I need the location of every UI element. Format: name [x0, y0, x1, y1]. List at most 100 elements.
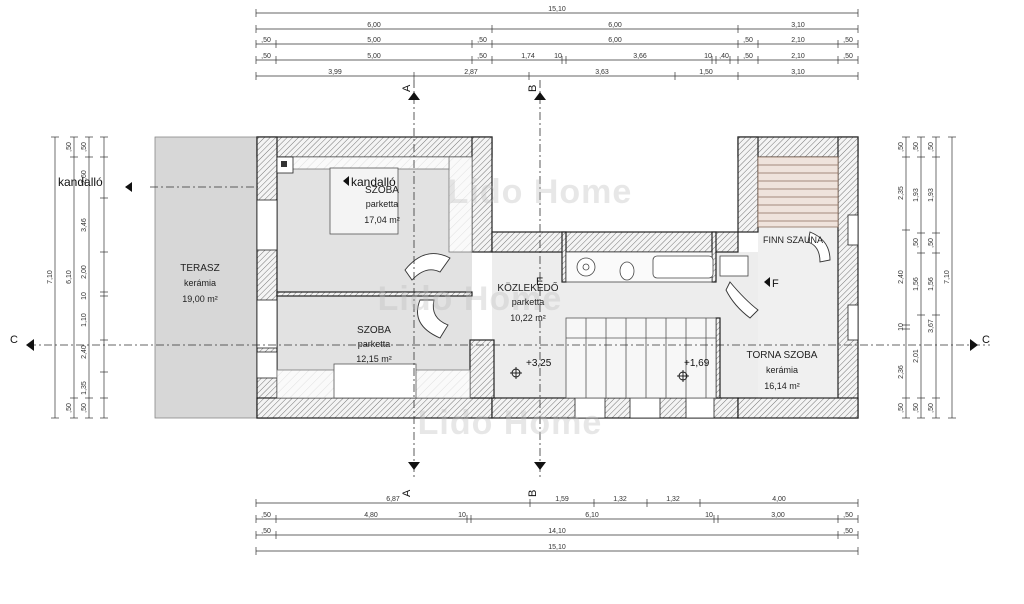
- dim-label: 1,56: [928, 277, 935, 291]
- dim-label: ,50: [743, 37, 753, 44]
- watermark: Lido Home Lido Home Lido Home: [378, 173, 633, 442]
- dim-label: 2,87: [464, 69, 478, 76]
- section-markers: [26, 92, 978, 470]
- dim-label: ,50: [913, 403, 920, 413]
- bottom-dimension-labels: 6,87 1,59 1,32 1,32 4,00 ,50 4,80 10 6,1…: [261, 496, 853, 551]
- section-b-bottom: B: [527, 490, 539, 497]
- dim-label: 7,10: [47, 270, 54, 284]
- top-dimensions: [255, 9, 859, 80]
- dim-label: ,50: [843, 512, 853, 519]
- room-bedroom2-area: 12,15 m²: [356, 354, 392, 364]
- room-bedroom1-floor: parketta: [366, 199, 399, 209]
- room-hall-area: 10,22 m²: [510, 313, 546, 323]
- dim-label: 6,87: [386, 496, 400, 503]
- watermark-text: Lido Home: [418, 404, 603, 442]
- section-b-top: B: [527, 85, 539, 92]
- windows: [256, 199, 859, 419]
- room-hall-floor: parketta: [512, 297, 545, 307]
- room-hall-name: KÖZLEKEDŐ: [497, 280, 558, 294]
- dim-label: ,50: [743, 53, 753, 60]
- dim-label: 1,32: [666, 496, 680, 503]
- dim-label: 4,80: [364, 512, 378, 519]
- dim-label: 5,00: [367, 37, 381, 44]
- dim-label: 2,40: [81, 345, 88, 359]
- dim-label: ,50: [898, 142, 905, 152]
- dim-label: 3,00: [771, 512, 785, 519]
- room-terrace-floor: kerámia: [184, 278, 216, 288]
- dim-label: ,50: [81, 142, 88, 152]
- room-bedroom1-name: SZOBA: [365, 185, 399, 196]
- section-a-top: A: [401, 84, 413, 92]
- dim-label: ,50: [913, 142, 920, 152]
- room-sauna-name: FINN SZAUNA: [763, 235, 823, 245]
- fireplace-label-inner: kandalló: [351, 175, 396, 189]
- dim-label: 1,93: [913, 188, 920, 202]
- section-a-bottom: A: [401, 489, 413, 497]
- section-f: F: [772, 278, 779, 290]
- sauna-benches: [757, 156, 839, 228]
- dim-label: 1,74: [521, 53, 535, 60]
- level-label-2: +1,69: [684, 358, 710, 369]
- dim-label: ,50: [898, 403, 905, 413]
- room-bedroom1-area: 17,04 m²: [364, 215, 400, 225]
- watermark-text: Lido Home: [448, 173, 633, 211]
- bedroom2-furniture: [276, 363, 471, 399]
- bathroom-fixtures: [565, 251, 749, 283]
- section-c-right: C: [982, 334, 990, 346]
- dim-label: 6,00: [367, 22, 381, 29]
- level-label-1: +3,25: [526, 358, 552, 369]
- dim-label: ,40: [719, 53, 729, 60]
- level-markers: +3,25 +1,69: [510, 358, 710, 382]
- room-bedroom2-floor: parketta: [358, 339, 391, 349]
- terrace-area: [154, 136, 258, 419]
- dim-label: 1,59: [555, 496, 569, 503]
- staircase: [565, 317, 717, 399]
- section-e: E: [536, 276, 543, 288]
- room-terrace-area: 19,00 m²: [182, 294, 218, 304]
- dim-label: 6,00: [608, 22, 622, 29]
- dim-label: ,50: [928, 403, 935, 413]
- dim-label: ,50: [928, 142, 935, 152]
- dim-label: 3,10: [791, 69, 805, 76]
- dim-label: 14,10: [548, 528, 566, 535]
- bottom-dimensions: [255, 499, 859, 555]
- room-gym-floor: kerámia: [766, 365, 798, 375]
- dim-label: ,50: [843, 528, 853, 535]
- dim-label: 3,67: [928, 319, 935, 333]
- room-gym-name: TORNA SZOBA: [747, 350, 818, 361]
- dim-label: 1,50: [699, 69, 713, 76]
- dim-label: 2,10: [791, 53, 805, 60]
- dim-label: 15,10: [548, 6, 566, 13]
- room-gym-area: 16,14 m²: [764, 381, 800, 391]
- dim-label: ,50: [477, 37, 487, 44]
- dim-label: 3,63: [595, 69, 609, 76]
- dim-label: 1,35: [81, 381, 88, 395]
- dim-label: ,50: [81, 403, 88, 413]
- dim-label: ,50: [261, 53, 271, 60]
- dim-label: 1,56: [913, 277, 920, 291]
- dim-label: 2,00: [81, 265, 88, 279]
- room-labels: SZOBA parketta 17,04 m² SZOBA parketta 1…: [180, 185, 823, 391]
- dim-label: 2,60: [81, 170, 88, 184]
- dim-label: ,50: [843, 53, 853, 60]
- dim-label: 4,00: [772, 496, 786, 503]
- watermark-text: Lido Home: [378, 280, 563, 318]
- dim-label: 6,10: [66, 270, 73, 284]
- dim-label: 10: [704, 53, 712, 60]
- room-bedroom2-name: SZOBA: [357, 325, 391, 336]
- dim-label: 3,10: [791, 22, 805, 29]
- dim-label: 5,00: [367, 53, 381, 60]
- dim-label: 10: [705, 512, 713, 519]
- dim-label: 3,99: [328, 69, 342, 76]
- dim-label: 6,10: [585, 512, 599, 519]
- right-dimension-labels: ,50 2,35 2,40 10 2,36 ,50 ,50 1,93 ,50 1…: [898, 142, 951, 413]
- dim-label: 2,35: [898, 186, 905, 200]
- dim-label: 6,00: [608, 37, 622, 44]
- dim-label: ,50: [66, 403, 73, 413]
- dim-label: 1,93: [928, 188, 935, 202]
- dim-label: 10: [458, 512, 466, 519]
- dim-label: 3,66: [633, 53, 647, 60]
- left-dimensions: [51, 136, 108, 419]
- section-lines: [28, 80, 990, 478]
